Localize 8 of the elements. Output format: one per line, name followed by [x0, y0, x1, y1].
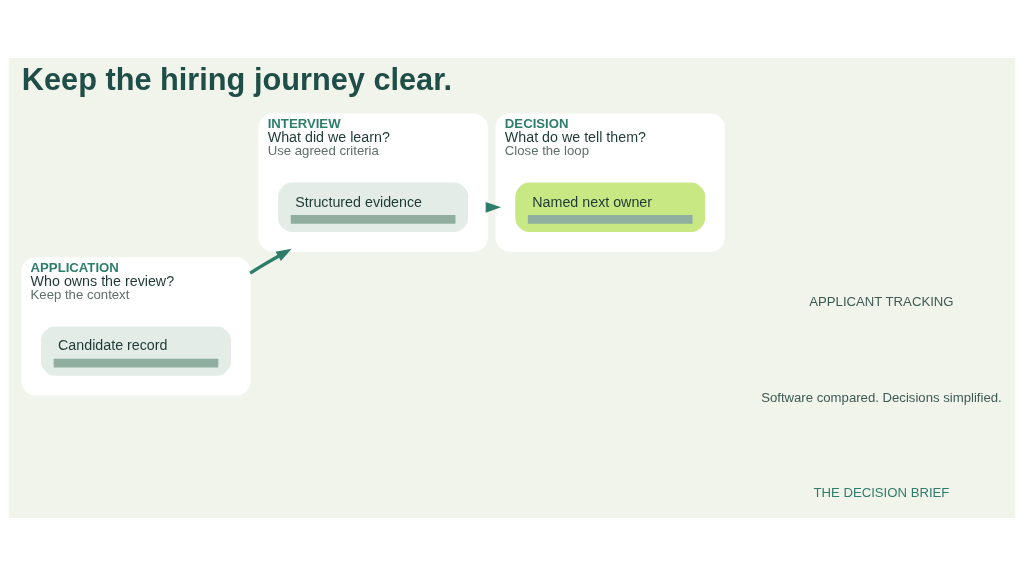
node-box: Named next owner: [515, 182, 706, 232]
label: THE DECISION BRIEF: [813, 485, 950, 501]
arrow: [249, 248, 292, 275]
label: APPLICANT TRACKING: [809, 294, 954, 310]
node-box: Structured evidence: [278, 182, 469, 232]
label: Software compared. Decisions simplified.: [761, 389, 1002, 405]
node-box: Candidate record: [41, 326, 231, 376]
diagram-title: Keep the hiring journey clear.: [21, 62, 452, 98]
